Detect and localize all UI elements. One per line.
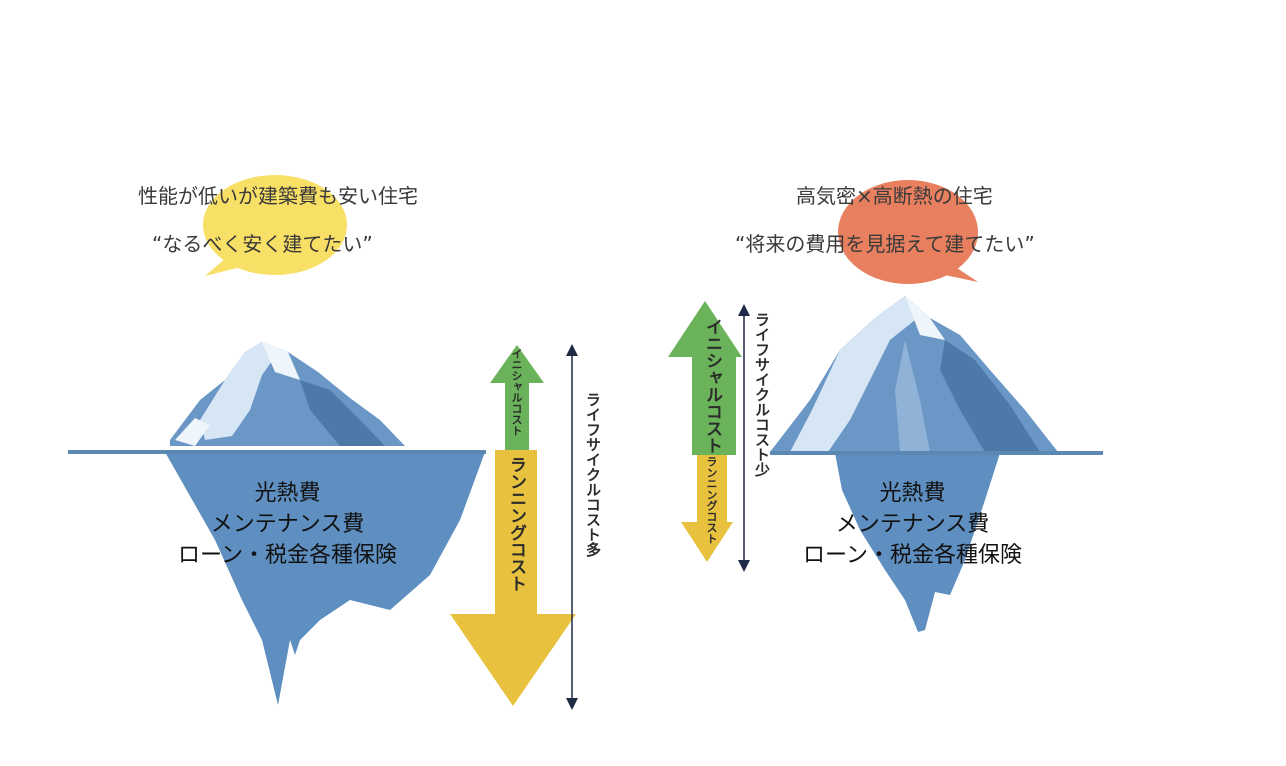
left-underwater-line2: メンテナンス費 — [210, 512, 365, 537]
right-heading: 高気密×高断熱の住宅 — [796, 184, 993, 208]
right-lifecycle-label: ライフサイクルコスト少 — [753, 312, 771, 477]
left-quote: “なるべく安く建てたい” — [152, 232, 373, 256]
left-underwater-line3: ローン・税金各種保険 — [178, 543, 397, 568]
initial-cost-arrow-left — [490, 345, 544, 450]
left-underwater-line1: 光熱費 — [254, 481, 321, 506]
right-initial-cost-label: イニシャルコスト — [702, 318, 722, 454]
running-cost-arrow-left — [450, 450, 576, 706]
left-running-cost-label: ランニングコスト — [506, 456, 526, 592]
running-cost-arrow-right — [681, 455, 733, 562]
speech-bubble-right — [838, 180, 978, 284]
right-underwater-line3: ローン・税金各種保険 — [803, 543, 1022, 568]
left-lifecycle-label: ライフサイクルコスト多 — [584, 392, 602, 557]
speech-bubble-left — [203, 175, 347, 276]
right-underwater-line2: メンテナンス費 — [835, 512, 990, 537]
right-running-cost-label: ランニングコスト — [705, 456, 718, 544]
left-initial-cost-label: イニシャルコスト — [510, 348, 523, 436]
initial-cost-arrow-right — [668, 301, 742, 455]
iceberg-left-underwater — [165, 452, 485, 705]
iceberg-left — [68, 342, 486, 705]
left-heading: 性能が低いが建築費も安い住宅 — [138, 184, 418, 208]
left-underwater-text: 光熱費 メンテナンス費 ローン・税金各種保険 — [150, 478, 425, 571]
right-underwater-line1: 光熱費 — [879, 481, 946, 506]
iceberg-right-underwater — [835, 453, 1000, 632]
right-quote: “将来の費用を見据えて建てたい” — [735, 232, 1035, 256]
right-underwater-text: 光熱費 メンテナンス費 ローン・税金各種保険 — [775, 478, 1050, 571]
iceberg-right — [770, 296, 1103, 632]
